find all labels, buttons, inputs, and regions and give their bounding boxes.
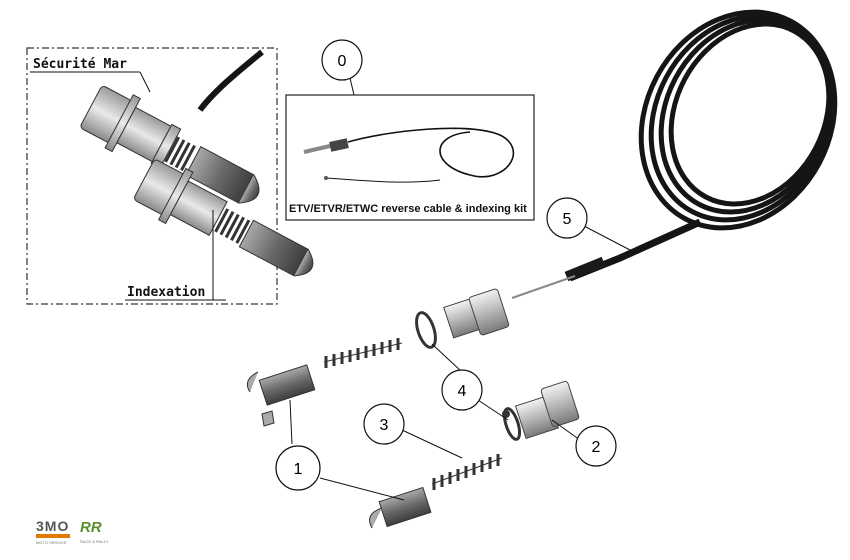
logo-3mo: 3MO MOTO SERVICE [36,518,70,545]
kit-frame [285,94,535,221]
callout-0-number: 0 [338,53,347,70]
kit-caption: ETV/ETVR/ETWC reverse cable & indexing k… [289,203,527,215]
lower-spring [431,454,503,490]
kit-cable [347,127,514,178]
inset-label-securite: Sécurité Mar [33,57,127,72]
callout-3: 3 [363,403,463,459]
callout-4-number: 4 [458,383,467,400]
upper-housing [443,288,510,339]
lower-housing [514,380,580,440]
inset-cable [197,49,264,112]
callout-1-number: 1 [294,461,303,478]
callout-4: 4 [431,343,509,421]
callout-3-number: 3 [380,417,389,434]
kit-fitting [303,144,331,154]
kit-panel: ETV/ETVR/ETWC reverse cable & indexing k… [285,94,535,221]
o-ring-lower [502,407,522,441]
inset-upper-assembly [80,86,260,204]
ball-bearing [502,410,510,418]
upper-spring [323,338,403,368]
inner-wire [511,275,576,299]
logo-rr: RR RACE & RALLY [80,519,109,544]
cable-sleeve [564,256,606,282]
logo-rr-text: RR [80,519,102,536]
inset-label-indexation: Indexation [127,285,205,300]
callout-1: 1 [275,399,405,501]
upper-plunger [246,364,316,406]
logo-3mo-text: 3MO [36,518,69,534]
lower-plunger [369,486,432,529]
small-pin [261,410,275,427]
inset-frame [26,47,278,305]
logo-rr-sub: RACE & RALLY [80,539,109,544]
logo-3mo-sub: MOTO SERVICE [36,540,67,545]
callout-2: 2 [551,419,617,467]
callout-5-number: 5 [563,211,572,228]
inset-detail: Sécurité Mar Indexation [26,47,314,305]
callout-0: 0 [321,39,363,96]
coiled-cable [638,9,838,231]
callout-5: 5 [546,197,631,251]
callout-2-number: 2 [592,439,601,456]
o-ring-upper [415,311,437,349]
